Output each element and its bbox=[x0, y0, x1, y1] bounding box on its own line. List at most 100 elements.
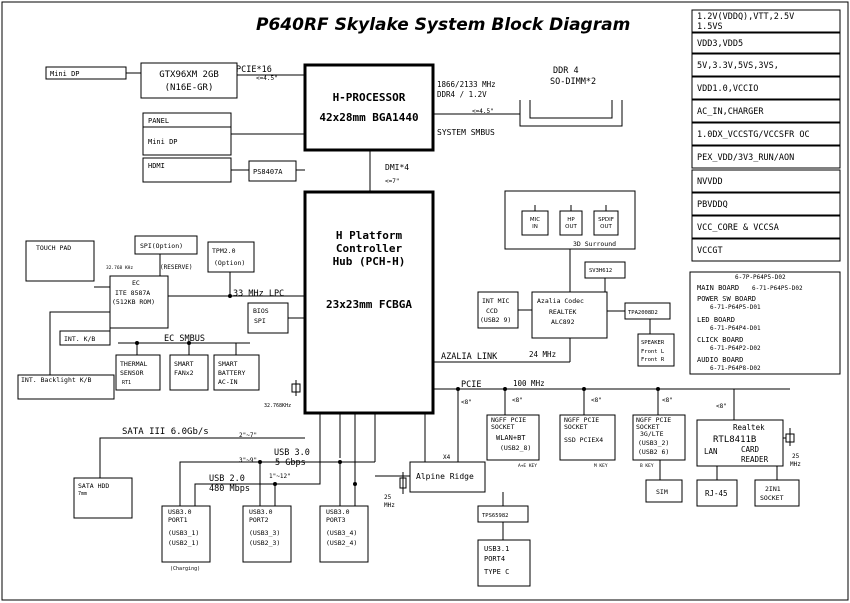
lte-key: B KEY bbox=[640, 463, 654, 469]
port1-4: (USB2_1) bbox=[168, 539, 199, 547]
port3-4: (USB2_4) bbox=[326, 539, 357, 547]
wlan-2: SOCKET bbox=[491, 423, 515, 431]
port1-1: USB3.0 bbox=[168, 508, 192, 516]
rail-box-9 bbox=[691, 192, 841, 216]
reserve-label: (RESERVE) bbox=[160, 264, 193, 271]
board-list-box bbox=[689, 271, 841, 375]
spi-option-box bbox=[134, 235, 198, 255]
lan-box bbox=[696, 419, 784, 467]
board-main: MAIN BOARD bbox=[697, 284, 739, 292]
backlight-label: INT. Backlight K/B bbox=[21, 376, 92, 384]
panel-label: PANEL bbox=[148, 117, 169, 125]
lpc-label: 33 MHz LPC bbox=[233, 289, 284, 299]
pch-box bbox=[303, 190, 435, 415]
port4-box bbox=[477, 539, 531, 587]
board-led: LED BOARD bbox=[697, 316, 735, 324]
rail-9: PBVDDQ bbox=[697, 200, 728, 210]
cpu-label: H-PROCESSOR bbox=[333, 91, 406, 104]
pcie-len-2: <8" bbox=[512, 397, 523, 404]
rail-10: VCC_CORE & VCCSA bbox=[697, 223, 779, 233]
int-mic-1: INT MIC bbox=[482, 297, 509, 305]
tpm-2: (Option) bbox=[214, 259, 245, 267]
port3-2: PORT3 bbox=[326, 516, 346, 524]
rail-2: VDD3,VDD5 bbox=[697, 39, 743, 49]
port1-note: (Charging) bbox=[170, 566, 200, 572]
usb3-len: 3"~9" bbox=[239, 457, 257, 464]
port1-2: PORT1 bbox=[168, 516, 188, 524]
alpine-box bbox=[409, 461, 486, 493]
usb-port1-box bbox=[161, 505, 211, 563]
board-audio-code: 6-71-P64P8-D02 bbox=[710, 365, 761, 372]
speaker-2: Front L bbox=[641, 349, 665, 355]
tps-label: TPS65982 bbox=[482, 513, 509, 519]
lan-5: READER bbox=[741, 455, 769, 464]
port4-1: USB3.1 bbox=[484, 545, 509, 553]
codec-2: REALTEK bbox=[549, 308, 576, 316]
rail-6: 1.0DX_VCCSTG/VCCSFR OC bbox=[697, 130, 810, 140]
hp-out-2: OUT bbox=[565, 224, 577, 230]
wlan-3: WLAN+BT bbox=[496, 434, 526, 442]
rail-box-2 bbox=[691, 32, 841, 54]
x4-label: X4 bbox=[443, 454, 451, 461]
usb-port2-box bbox=[242, 505, 292, 563]
board-main-code: 6-71-P64P5-D02 bbox=[752, 285, 803, 292]
thermal-3: RT1 bbox=[122, 380, 131, 386]
usb2-len: 1"~12" bbox=[269, 473, 291, 480]
rail-box-7 bbox=[691, 145, 841, 169]
lan-clk-1: 25 bbox=[792, 453, 800, 460]
pcie16-label: PCIE*16 bbox=[236, 65, 272, 75]
pcie-len-3: <8" bbox=[591, 397, 602, 404]
usb-port3-box bbox=[319, 505, 369, 563]
pch-line1: H Platform bbox=[336, 229, 403, 242]
bios-1: BIOS bbox=[253, 307, 269, 315]
board-audio: AUDIO BOARD bbox=[697, 356, 743, 364]
pcie-len-1: <8" bbox=[461, 399, 472, 406]
hdmi-label: HDMI bbox=[148, 162, 165, 170]
port2-1: USB3.0 bbox=[249, 508, 273, 516]
gpu-code: (N16E-GR) bbox=[165, 83, 214, 93]
ec-2: ITE 8587A bbox=[115, 289, 150, 297]
hp-out-1: HP bbox=[567, 217, 575, 223]
mini-dp-top: Mini DP bbox=[50, 70, 80, 78]
sim-box bbox=[645, 479, 683, 503]
spi-option: SPI(Option) bbox=[140, 242, 183, 250]
board-click: CLICK BOARD bbox=[697, 336, 743, 344]
ec-clock: 32.768 KHz bbox=[106, 265, 133, 271]
pcie-speed: 100 MHz bbox=[513, 379, 545, 388]
lte-4: (USB3_2) bbox=[638, 439, 669, 447]
mic-in-1: MIC bbox=[530, 217, 540, 223]
speaker-3: Front R bbox=[641, 357, 665, 363]
rtc-clock: 32.768KHz bbox=[264, 403, 291, 409]
card-socket-box bbox=[754, 479, 800, 507]
socket-2: SOCKET bbox=[760, 494, 784, 502]
rail-box-5 bbox=[691, 99, 841, 123]
mic-in-box bbox=[521, 210, 549, 236]
system-smbus: SYSTEM SMBUS bbox=[437, 128, 495, 137]
spdif-out-2: OUT bbox=[600, 224, 612, 230]
bios-2: SPI bbox=[254, 317, 266, 325]
lte-1: NGFF PCIE bbox=[636, 416, 671, 424]
wlan-1: NGFF PCIE bbox=[491, 416, 526, 424]
rail-4: VDD1.0,VCCIO bbox=[697, 84, 758, 94]
lan-1: Realtek bbox=[733, 423, 765, 432]
usb2-speed: 480 Mbps bbox=[209, 484, 250, 494]
pch-line2: Controller bbox=[336, 242, 403, 255]
wlan-4: (USB2_8) bbox=[500, 444, 531, 452]
rail-box-10 bbox=[691, 215, 841, 239]
thermal-box bbox=[115, 354, 161, 391]
gpu-box bbox=[140, 62, 238, 99]
rj45-label: RJ-45 bbox=[705, 489, 728, 498]
ddr-voltage: DDR4 / 1.2V bbox=[437, 90, 487, 99]
ec-3: (512KB ROM) bbox=[112, 298, 155, 306]
dmi-len: <=7" bbox=[385, 178, 399, 185]
port4-2: PORT4 bbox=[484, 555, 505, 563]
sata-hdd-1: SATA HDD bbox=[78, 482, 109, 490]
ec-box bbox=[109, 275, 169, 329]
wlan-key: A+E KEY bbox=[518, 463, 537, 469]
wlan-socket-box bbox=[486, 414, 540, 461]
ssd-1: NGFF PCIE bbox=[564, 416, 599, 424]
spdif-out-box bbox=[593, 210, 619, 236]
cpu-package: 42x28mm BGA1440 bbox=[319, 111, 418, 124]
